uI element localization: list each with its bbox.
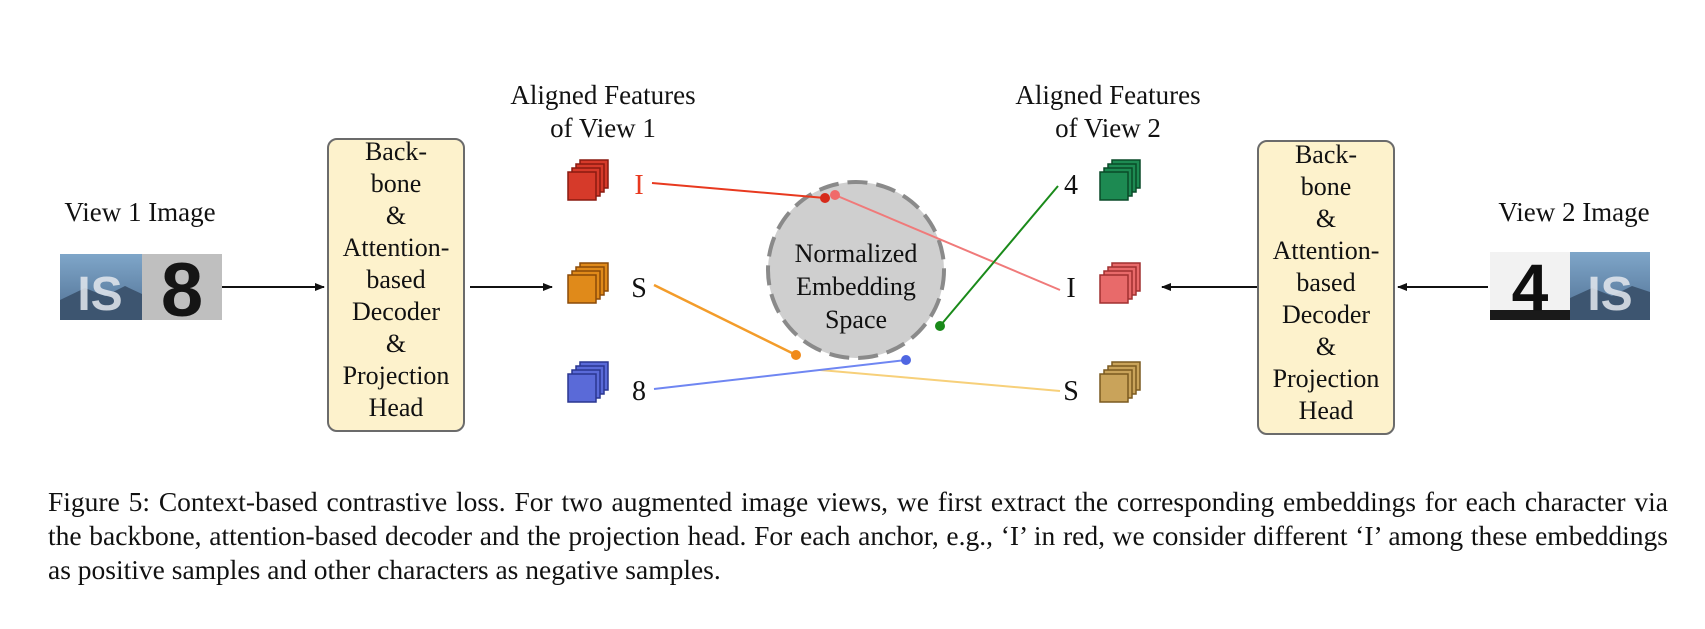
embedding-label-line: Space [825,305,887,334]
view2-title: View 2 Image [1498,197,1649,227]
embedding-point-s-view1 [791,350,801,360]
view2-char-4: 4 [1064,170,1078,201]
embedding-label-line: Embedding [796,272,916,301]
encoder-right-line: based [1296,268,1355,297]
encoder-left-box [327,138,465,432]
encoder-right-line: bone [1301,172,1352,201]
embedding-point-i-view2 [830,190,840,200]
view1-image: IS 8 [60,248,222,333]
feature-stack-view1-s [567,262,609,304]
aligned-view1-title-line: of View 1 [550,113,656,143]
encoder-left-line: & [386,329,406,358]
embedding-point-4 [935,321,945,331]
link-s-view1 [653,283,797,357]
encoder-right-line: Back- [1295,140,1357,169]
figure-caption: Figure 5: Context-based contrastive loss… [48,486,1668,585]
embedding-label-line: Normalized [795,239,918,268]
feature-stack-view2-i [1099,262,1141,304]
encoder-left-line: bone [371,169,422,198]
encoder-right-line: Head [1299,396,1354,425]
link-i-view1 [651,182,826,199]
view2-char-s: S [1063,376,1079,407]
link-i-view2 [834,194,1061,291]
aligned-features-view1-title: Aligned Features of View 1 [510,80,695,143]
embedding-point-i-view1 [820,193,830,203]
encoder-left-line: Projection [343,361,450,390]
encoder-right-box [1257,140,1395,435]
encoder-left-line: Back- [365,137,427,166]
view1-title: View 1 Image [64,197,215,227]
embedding-sphere [766,180,946,360]
encoder-left-label: Back- bone & Attention- based Decoder & … [343,137,450,422]
feature-stack-view2-4 [1099,159,1141,201]
link-4 [939,185,1059,327]
embedding-label: Normalized Embedding Space [795,239,918,334]
figure-diagram: View 1 Image IS 8 Back- bone & Attention… [60,80,1650,435]
feature-stack-view1-8 [567,361,609,403]
aligned-view1-title-line: Aligned Features [510,80,695,110]
feature-stack-view2-s [1099,361,1141,403]
view2-image-text-4: 4 [1512,250,1549,324]
encoder-right-line: Projection [1273,364,1380,393]
encoder-left-line: & [386,201,406,230]
link-s-view2 [819,369,1061,392]
encoder-left-line: based [366,265,425,294]
link-8 [653,359,907,390]
embedding-point-8 [901,355,911,365]
encoder-right-line: Decoder [1282,300,1370,329]
view1-char-8: 8 [632,376,646,407]
encoder-left-line: Head [369,393,424,422]
encoder-left-line: Decoder [352,297,440,326]
view1-image-text-is: IS [77,268,122,321]
aligned-view2-title-line: of View 2 [1055,113,1161,143]
encoder-right-line: & [1316,204,1336,233]
encoder-right-line: & [1316,332,1336,361]
view1-char-i: I [634,170,643,201]
encoder-left-line: Attention- [343,233,450,262]
view2-char-i: I [1066,273,1075,304]
view1-char-s: S [631,273,647,304]
view2-image: 4 IS [1490,250,1650,324]
encoder-right-label: Back- bone & Attention- based Decoder & … [1273,140,1380,425]
feature-stack-view1-i [567,159,609,201]
view2-image-text-is: IS [1587,268,1632,321]
aligned-view2-title-line: Aligned Features [1015,80,1200,110]
aligned-features-view2-title: Aligned Features of View 2 [1015,80,1200,143]
view1-image-text-8: 8 [161,248,203,333]
encoder-right-line: Attention- [1273,236,1380,265]
